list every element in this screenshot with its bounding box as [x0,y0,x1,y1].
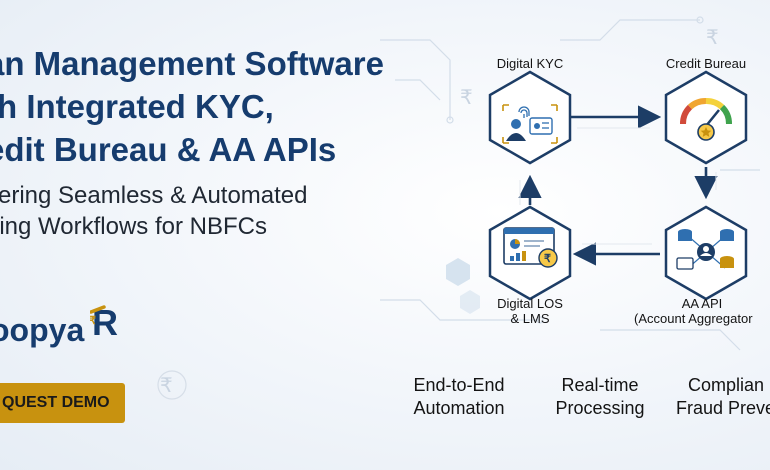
node-label-line: (Account Aggregator [634,311,753,326]
svg-text:₹: ₹ [160,375,173,397]
node-credit-bureau[interactable] [664,70,748,165]
feature-line: Automation [413,398,505,418]
feature-realtime: Real-time Processing [544,374,656,420]
headline-line: edit Bureau & AA APIs [0,131,337,168]
svg-text:₹: ₹ [90,315,96,327]
credit-score-gauge-icon [680,98,732,141]
feature-compliance: Complian Fraud Preve [676,374,770,420]
node-aa-api[interactable] [664,205,748,301]
hero-headline: an Management Software th Integrated KYC… [0,42,384,171]
node-digital-los-lms[interactable]: ₹ [488,205,572,301]
feature-line: Processing [555,398,645,418]
feature-line: Fraud Preve [676,398,770,418]
node-label-kyc: Digital KYC [480,56,580,71]
dashboard-rupee-icon: ₹ [503,227,558,268]
brand-logo[interactable]: oopya R ₹ [0,302,118,349]
request-demo-button[interactable]: QUEST DEMO [0,383,125,423]
logo-mark-icon: R ₹ [90,302,118,342]
node-label-line: Digital KYC [496,56,564,71]
feature-line: Complian [688,375,765,395]
subline-line: vering Seamless & Automated [0,182,308,209]
node-label-line: & LMS [510,311,550,326]
subline-line: ding Workflows for NBFCs [0,213,267,240]
logo-text: oopya [0,312,85,348]
feature-automation: End-to-End Automation [400,374,518,420]
feature-line: End-to-End [413,375,505,395]
node-label-line: AA API [681,296,723,311]
svg-text:₹: ₹ [706,27,719,49]
hero-subline: vering Seamless & Automated ding Workflo… [0,180,308,242]
headline-line: th Integrated KYC, [0,88,274,125]
database-network-icon [676,229,734,270]
node-label-line: Digital LOS [497,296,563,311]
svg-text:₹: ₹ [544,253,551,265]
headline-line: an Management Software [0,45,384,82]
svg-text:₹: ₹ [460,87,473,109]
node-label-bureau: Credit Bureau [646,56,766,71]
node-label-los: Digital LOS & LMS [480,296,580,326]
feature-line: Real-time [561,375,639,395]
node-digital-kyc[interactable] [488,70,572,165]
node-label-aa: AA API (Account Aggregator [634,296,770,326]
fingerprint-user-icon [502,104,558,144]
node-label-line: Credit Bureau [665,56,747,71]
